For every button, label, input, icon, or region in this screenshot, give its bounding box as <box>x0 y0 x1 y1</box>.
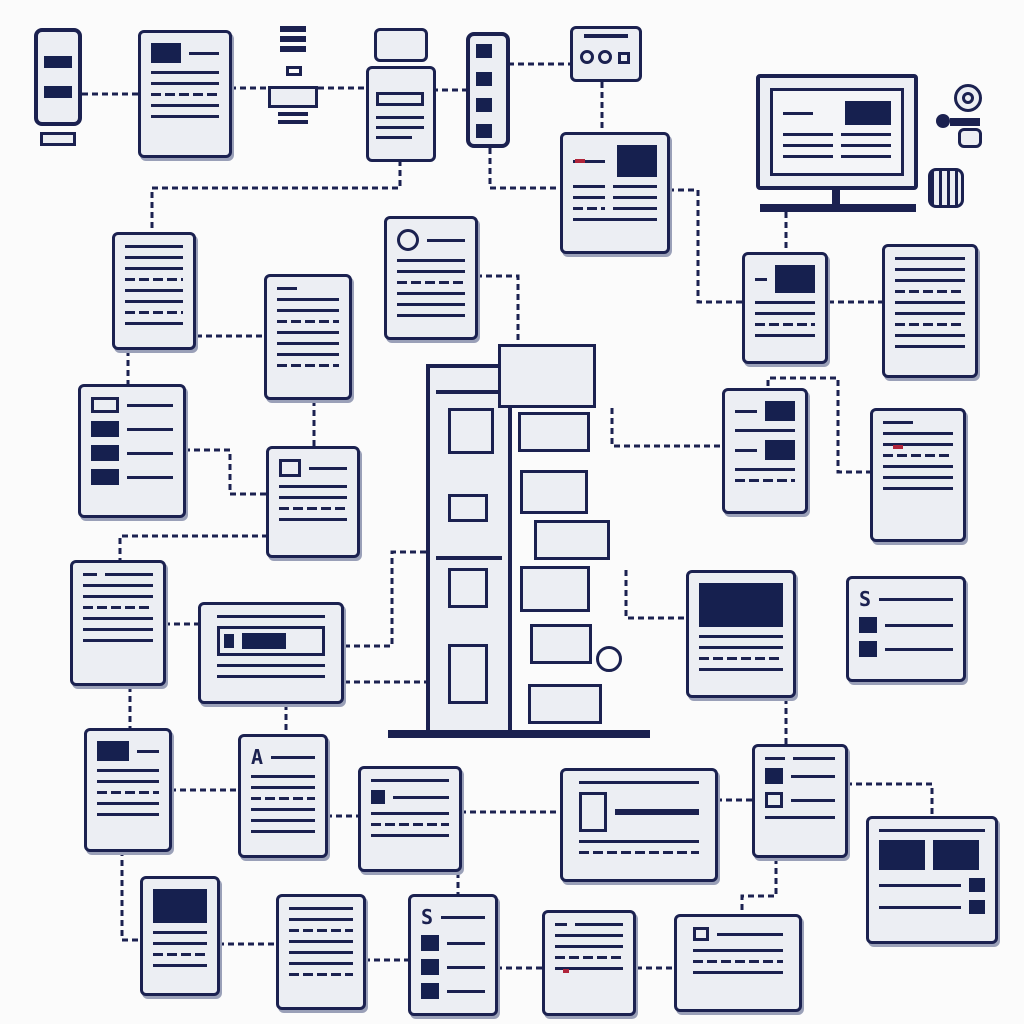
monitor-icon <box>756 74 918 190</box>
media-card[interactable] <box>686 570 796 698</box>
dashboard-card[interactable] <box>198 602 344 704</box>
panel-window <box>520 566 590 612</box>
card-letter: S <box>421 905 434 929</box>
chart-card[interactable] <box>752 744 848 858</box>
letter-card[interactable]: S <box>846 576 966 682</box>
connector <box>488 148 562 190</box>
list-card[interactable] <box>358 766 462 872</box>
connector <box>184 448 268 496</box>
document-card[interactable] <box>112 232 196 350</box>
clock-icon <box>596 646 622 672</box>
panel-window <box>518 412 590 452</box>
card-letter: A <box>251 745 264 769</box>
image-card[interactable] <box>84 728 172 852</box>
connector <box>476 274 520 346</box>
card-letter: S <box>859 587 872 611</box>
monitor-neck <box>832 190 840 204</box>
keypad-icon <box>928 168 964 208</box>
connector <box>344 550 428 648</box>
panel-window <box>530 624 592 664</box>
connector <box>610 408 724 448</box>
document-card[interactable] <box>276 894 366 1010</box>
checklist-card[interactable] <box>78 384 186 518</box>
printer-icon <box>366 28 436 162</box>
phone-icon <box>466 32 512 148</box>
letter-card[interactable]: A <box>238 734 328 858</box>
media-card[interactable] <box>140 876 220 996</box>
document-card[interactable] <box>70 560 166 686</box>
robot-icon <box>936 84 990 150</box>
connector <box>150 160 402 234</box>
document-card[interactable] <box>542 910 636 1016</box>
letter-card[interactable]: S <box>408 894 498 1016</box>
connector <box>846 782 934 818</box>
panel-window <box>520 470 588 514</box>
chip-icon <box>570 26 644 84</box>
preview-card[interactable] <box>560 768 718 882</box>
server-base <box>388 730 650 738</box>
image-card[interactable] <box>742 252 828 364</box>
central-server-icon <box>426 364 512 734</box>
chart-card[interactable] <box>870 408 966 542</box>
report-card[interactable] <box>560 132 670 254</box>
connector <box>668 188 744 304</box>
form-card[interactable] <box>266 446 360 558</box>
panel-window <box>528 684 602 724</box>
connector <box>624 570 688 620</box>
panel-window <box>534 520 610 560</box>
server-tower-icon <box>34 28 84 148</box>
profile-card[interactable] <box>384 216 478 340</box>
document-card[interactable] <box>264 274 352 400</box>
connector <box>740 858 778 916</box>
split-card[interactable] <box>722 388 808 514</box>
dashboard-card[interactable] <box>866 816 998 944</box>
list-card[interactable] <box>674 914 802 1012</box>
connector <box>118 534 268 562</box>
connector <box>766 376 872 474</box>
monitor-stand <box>760 204 916 212</box>
document-card[interactable] <box>882 244 978 378</box>
stack-icon <box>268 26 320 130</box>
document-card[interactable] <box>138 30 232 158</box>
connector <box>120 850 142 942</box>
panel-window <box>498 344 596 408</box>
